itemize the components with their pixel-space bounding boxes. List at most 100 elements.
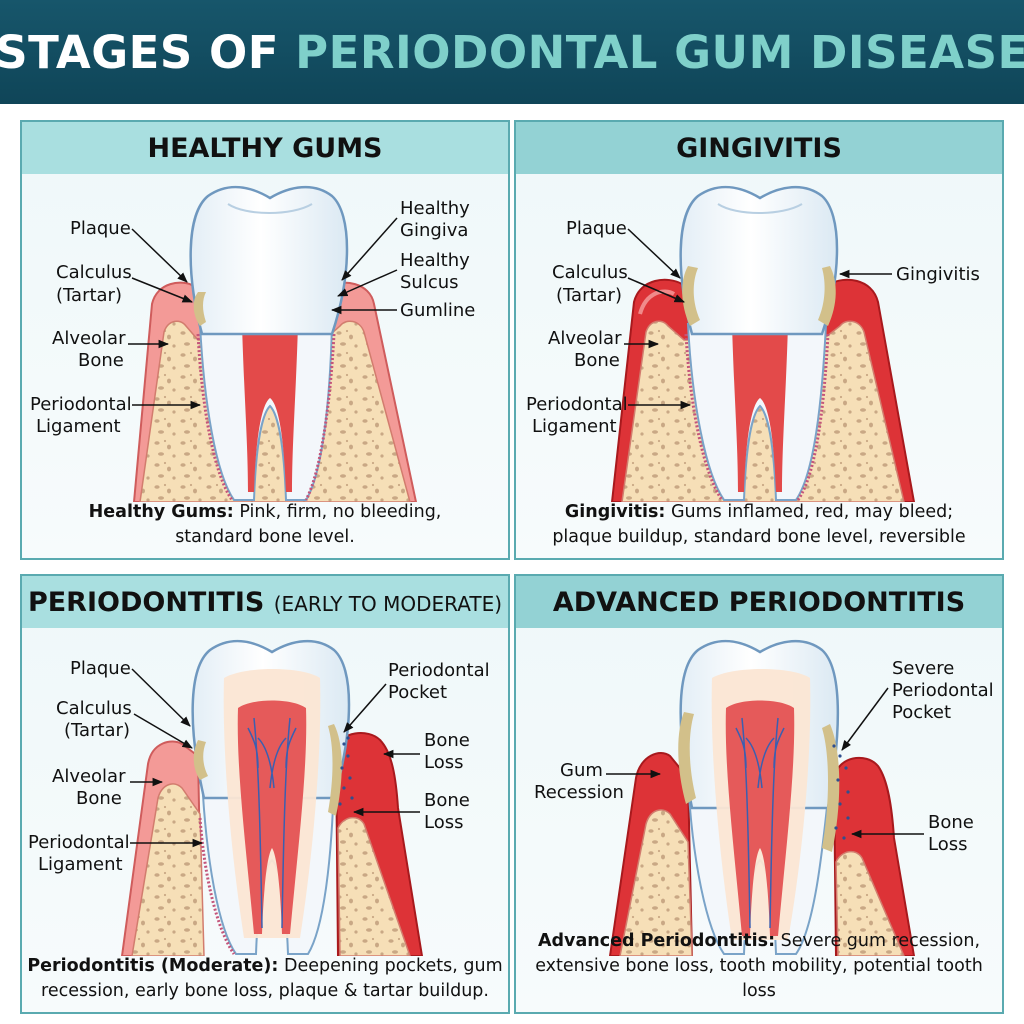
label-recession-2: Recession xyxy=(534,782,624,803)
tartar-right xyxy=(818,266,836,326)
panel-subtitle: (EARLY TO MODERATE) xyxy=(273,591,503,616)
label-calculus-1: Calculus xyxy=(56,698,132,719)
label-calculus-2: (Tartar) xyxy=(56,285,122,306)
label-pocket-3: Pocket xyxy=(892,702,951,723)
panel-title: HEALTHY GUMS xyxy=(147,132,383,164)
caption-line-2: recession, early bone loss, plaque & tar… xyxy=(41,981,489,1001)
label-bone-loss-2b: Loss xyxy=(424,812,463,833)
label-ligament-1: Periodontal xyxy=(28,832,130,853)
panel-periodontitis: PERIODONTITIS (EARLY TO MODERATE) Plaque… xyxy=(20,574,510,1014)
panel-header: HEALTHY GUMS xyxy=(22,122,508,174)
label-bone-1: Alveolar xyxy=(548,328,622,349)
tartar-pocket xyxy=(328,724,342,816)
periodontitis-labels: Plaque Calculus (Tartar) Alveolar Bone P… xyxy=(28,658,490,875)
nerves xyxy=(247,717,297,929)
caption: Gingivitis: Gums inflamed, red, may blee… xyxy=(516,500,1002,550)
caption: Periodontitis (Moderate): Deepening pock… xyxy=(22,954,508,1004)
alveolar-bone-right-lowered xyxy=(337,816,411,956)
label-ligament-2: Ligament xyxy=(532,416,617,437)
tooth-root xyxy=(686,323,828,501)
alveolar-bone-left xyxy=(619,809,693,956)
gum-highlight xyxy=(638,289,676,315)
tartar-pocket xyxy=(822,724,840,852)
caption-bold: Advanced Periodontitis: xyxy=(537,931,776,951)
tartar-deposit xyxy=(193,292,206,326)
panel-healthy-gums: HEALTHY GUMS Plaque Calculus (Tartar) Al… xyxy=(20,120,510,560)
caption-line-2: plaque buildup, standard bone level, rev… xyxy=(552,527,966,547)
panel-header: GINGIVITIS xyxy=(516,122,1002,174)
panel-title: PERIODONTITIS (EARLY TO MODERATE) xyxy=(28,587,502,618)
label-ligament-2: Ligament xyxy=(36,416,121,437)
label-sulcus-1: Healthy xyxy=(400,250,470,271)
label-calculus-2: (Tartar) xyxy=(556,285,622,306)
tartar-left xyxy=(682,266,700,326)
label-ligament-1: Periodontal xyxy=(30,394,132,415)
tartar-left xyxy=(193,740,208,780)
caption-line-1: Severe gum recession, xyxy=(775,931,981,951)
pulp xyxy=(732,324,788,492)
panel-title-main: PERIODONTITIS xyxy=(27,586,265,618)
nerves xyxy=(735,717,785,929)
label-bone-2: Bone xyxy=(76,788,122,809)
caption: Healthy Gums: Pink, firm, no bleeding, s… xyxy=(22,500,508,550)
label-bone-loss-1b: Loss xyxy=(424,752,463,773)
panel-title: ADVANCED PERIODONTITIS xyxy=(552,586,966,618)
gingivitis-labels: Plaque Calculus (Tartar) Alveolar Bone P… xyxy=(526,218,980,437)
alveolar-bone-left xyxy=(131,783,205,956)
periodontal-ligament xyxy=(684,333,830,501)
label-bone-2: Bone xyxy=(78,350,124,371)
label-bone-loss-2: Loss xyxy=(928,834,967,855)
tartar-left xyxy=(678,712,696,804)
caption-line-2: extensive bone loss, tooth mobility, pot… xyxy=(535,956,983,1001)
caption: Advanced Periodontitis: Severe gum reces… xyxy=(516,929,1002,1004)
label-gumline: Gumline xyxy=(400,300,475,321)
label-plaque: Plaque xyxy=(566,218,627,239)
caption-line-1: Gums inflamed, red, may bleed; xyxy=(665,502,954,522)
panel-header: PERIODONTITIS (EARLY TO MODERATE) xyxy=(22,576,508,628)
panel-gingivitis: GINGIVITIS Plaque Calculus (Tartar) Alve… xyxy=(514,120,1004,560)
label-plaque: Plaque xyxy=(70,658,131,679)
pulp xyxy=(242,324,298,492)
label-pocket-1: Severe xyxy=(892,658,954,679)
pulp-chamber xyxy=(237,700,307,934)
tooth-crown xyxy=(189,185,349,336)
healthy-tooth-illustration: Plaque Calculus (Tartar) Alveolar Bone P… xyxy=(30,185,475,502)
label-bone-loss-2a: Bone xyxy=(424,790,470,811)
label-bone-2: Bone xyxy=(574,350,620,371)
label-calculus-1: Calculus xyxy=(56,262,132,283)
advanced-periodontitis-tooth-illustration: Gum Recession Severe Periodontal Pocket … xyxy=(534,639,994,956)
title-part-2: PERIODONTAL GUM DISEASE xyxy=(295,25,1024,79)
label-calculus-1: Calculus xyxy=(552,262,628,283)
healthy-gums-labels: Plaque Calculus (Tartar) Alveolar Bone P… xyxy=(30,198,475,437)
caption-line-1: Pink, firm, no bleeding, xyxy=(233,502,442,522)
label-ligament-2: Ligament xyxy=(38,854,123,875)
label-sulcus-2: Sulcus xyxy=(400,272,459,293)
caption-bold: Healthy Gums: xyxy=(88,502,234,522)
periodontal-ligament xyxy=(196,333,336,501)
page-title: STAGES OF PERIODONTAL GUM DISEASE xyxy=(0,26,1024,79)
panel-title: GINGIVITIS xyxy=(676,132,842,164)
label-gingivitis: Gingivitis xyxy=(896,264,980,285)
alveolar-bone-right-lost xyxy=(835,850,905,956)
caption-line-1: Deepening pockets, gum xyxy=(278,956,503,976)
label-bone-loss-1: Bone xyxy=(928,812,974,833)
label-recession-1: Gum xyxy=(560,760,603,781)
periodontitis-tooth-illustration: Plaque Calculus (Tartar) Alveolar Bone P… xyxy=(28,639,490,956)
caption-bold: Periodontitis (Moderate): xyxy=(27,956,279,976)
pulp-chamber xyxy=(725,700,795,936)
label-bone-1: Alveolar xyxy=(52,328,126,349)
label-plaque: Plaque xyxy=(70,218,131,239)
advanced-periodontitis-labels: Gum Recession Severe Periodontal Pocket … xyxy=(534,658,994,855)
caption-bold: Gingivitis: xyxy=(564,502,666,522)
bacteria-dots xyxy=(338,736,354,806)
label-gingiva-1: Healthy xyxy=(400,198,470,219)
enamel-groove xyxy=(227,203,313,214)
enamel-groove xyxy=(717,203,803,214)
label-bone-1: Alveolar xyxy=(52,766,126,787)
label-calculus-2: (Tartar) xyxy=(64,720,130,741)
header-bar: STAGES OF PERIODONTAL GUM DISEASE xyxy=(0,0,1024,104)
label-pocket-2: Periodontal xyxy=(892,680,994,701)
label-pocket-1: Periodontal xyxy=(388,660,490,681)
panel-advanced-periodontitis: ADVANCED PERIODONTITIS Gum Recession Sev… xyxy=(514,574,1004,1014)
gingivitis-tooth-illustration: Plaque Calculus (Tartar) Alveolar Bone P… xyxy=(526,185,980,502)
